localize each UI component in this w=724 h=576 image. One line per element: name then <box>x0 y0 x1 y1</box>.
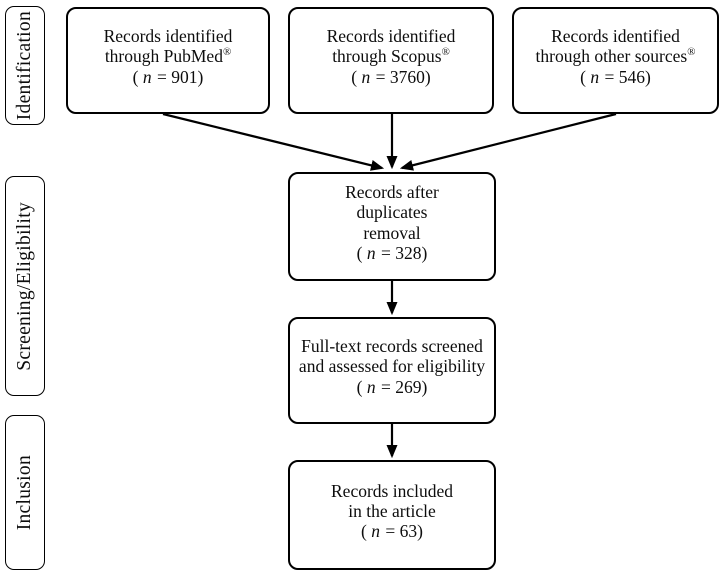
arrow-pubmed-to-duplicates <box>162 112 385 171</box>
box-records-scopus-line1: Records identified <box>326 26 456 47</box>
stage-identification-label: Identification <box>14 10 35 121</box>
box-duplicates-removal: Records after duplicates removal ( n = 3… <box>288 172 496 281</box>
box-records-pubmed-line1: Records identified <box>103 26 233 47</box>
stage-identification: Identification <box>5 6 45 125</box>
box-duplicates-removal-line2: duplicates <box>356 202 428 223</box>
stage-inclusion-label: Inclusion <box>14 454 35 531</box>
box-duplicates-removal-line1: Records after <box>345 181 439 202</box>
box-duplicates-removal-count: ( n = 328) <box>356 242 428 263</box>
stage-screening-eligibility-label: Screening/Eligibility <box>14 201 35 371</box>
box-records-scopus-line2: through Scopus® <box>332 46 450 67</box>
box-records-other-sources: Records identified through other sources… <box>512 7 719 114</box>
box-records-included-count: ( n = 63) <box>361 521 423 542</box>
box-records-pubmed: Records identified through PubMed® ( n =… <box>66 7 270 114</box>
arrow-other-to-duplicates <box>399 112 617 171</box>
box-fulltext-screened-line2: and assessed for eligibility <box>298 356 486 377</box>
box-records-pubmed-count: ( n = 901) <box>132 66 204 87</box>
box-records-included-line1: Records included <box>331 480 453 501</box>
box-records-scopus: Records identified through Scopus® ( n =… <box>288 7 494 114</box>
registered-trademark-icon: ® <box>441 46 450 59</box>
box-duplicates-removal-line3: removal <box>363 222 421 243</box>
box-records-included: Records included in the article ( n = 63… <box>288 460 496 570</box>
box-fulltext-screened-count: ( n = 269) <box>356 376 428 397</box>
box-records-other-sources-count: ( n = 546) <box>580 66 651 87</box>
box-records-included-line2: in the article <box>348 500 436 521</box>
box-fulltext-screened: Full-text records screened and assessed … <box>288 317 496 424</box>
box-records-scopus-count: ( n = 3760) <box>351 66 431 87</box>
stage-screening-eligibility: Screening/Eligibility <box>5 176 45 396</box>
registered-trademark-icon: ® <box>222 46 232 59</box>
stage-inclusion: Inclusion <box>5 415 45 570</box>
box-records-other-sources-line1: Records identified <box>551 26 680 47</box>
registered-trademark-icon: ® <box>687 46 696 59</box>
box-records-other-sources-line2: through other sources® <box>535 46 696 67</box>
box-fulltext-screened-line1: Full-text records screened <box>301 336 483 357</box>
box-records-pubmed-line2: through PubMed® <box>104 46 232 67</box>
